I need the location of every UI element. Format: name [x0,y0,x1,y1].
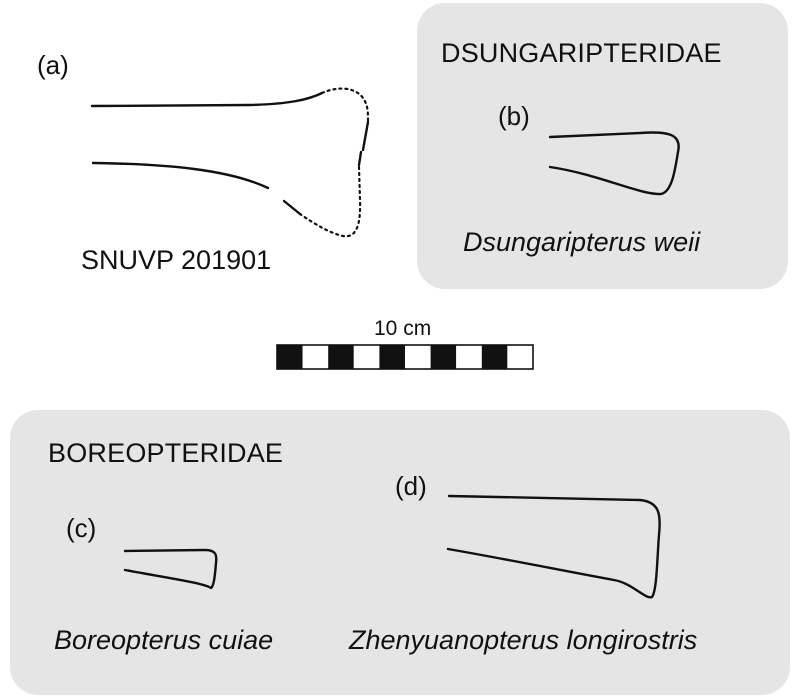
scale-bar-segment [405,345,431,369]
specimen-a-dorsal-margin [90,91,324,108]
specimen-a-name: SNUVP 201901 [81,245,272,275]
specimen-d-label: (d) [395,471,427,501]
specimen-a-posterior-margin-2 [357,150,363,167]
specimen-c-label: (c) [66,513,97,543]
dsungaripteridae-title: DSUNGARIPTERIDAE [441,38,722,68]
specimen-a-ventral-margin [91,161,270,190]
specimen-b-outline [548,131,680,196]
scale-bar-segment [379,345,405,369]
scale-bar-segment [456,345,482,369]
dsungaripteridae-panel [417,3,788,289]
boreopteridae-panel [10,410,790,695]
scale-bar-segment [277,345,303,369]
scale-bar-segment [328,345,354,369]
boreopteridae-title: BOREOPTERIDAE [48,438,284,468]
specimen-d-outline [446,494,661,599]
specimen-c-name: Boreopterus cuiae [54,625,274,655]
specimen-a-outline [90,87,370,238]
scale-bar-label: 10 cm [374,317,432,340]
specimen-a-label: (a) [37,50,69,80]
scale-bar-segment [353,345,380,369]
scale-bar-segment [507,345,533,369]
specimen-a-posterior-margin [361,120,370,152]
specimen-a-ventral-margin-2 [282,199,302,216]
scale-bar-segment [481,345,508,369]
specimen-b-label: (b) [498,101,530,131]
scale-bar-segment [302,345,329,369]
scale-bar-segment [430,345,457,369]
specimen-a-reconstructed-outline-2 [298,165,362,238]
specimen-c-outline [123,548,218,590]
specimen-a-reconstructed-outline [320,87,370,124]
scale-bar [276,344,534,370]
specimen-d-name: Zhenyuanopterus longirostris [349,625,698,655]
scale-bar-frame [276,344,534,370]
specimen-b-name: Dsungaripterus weii [463,227,701,257]
